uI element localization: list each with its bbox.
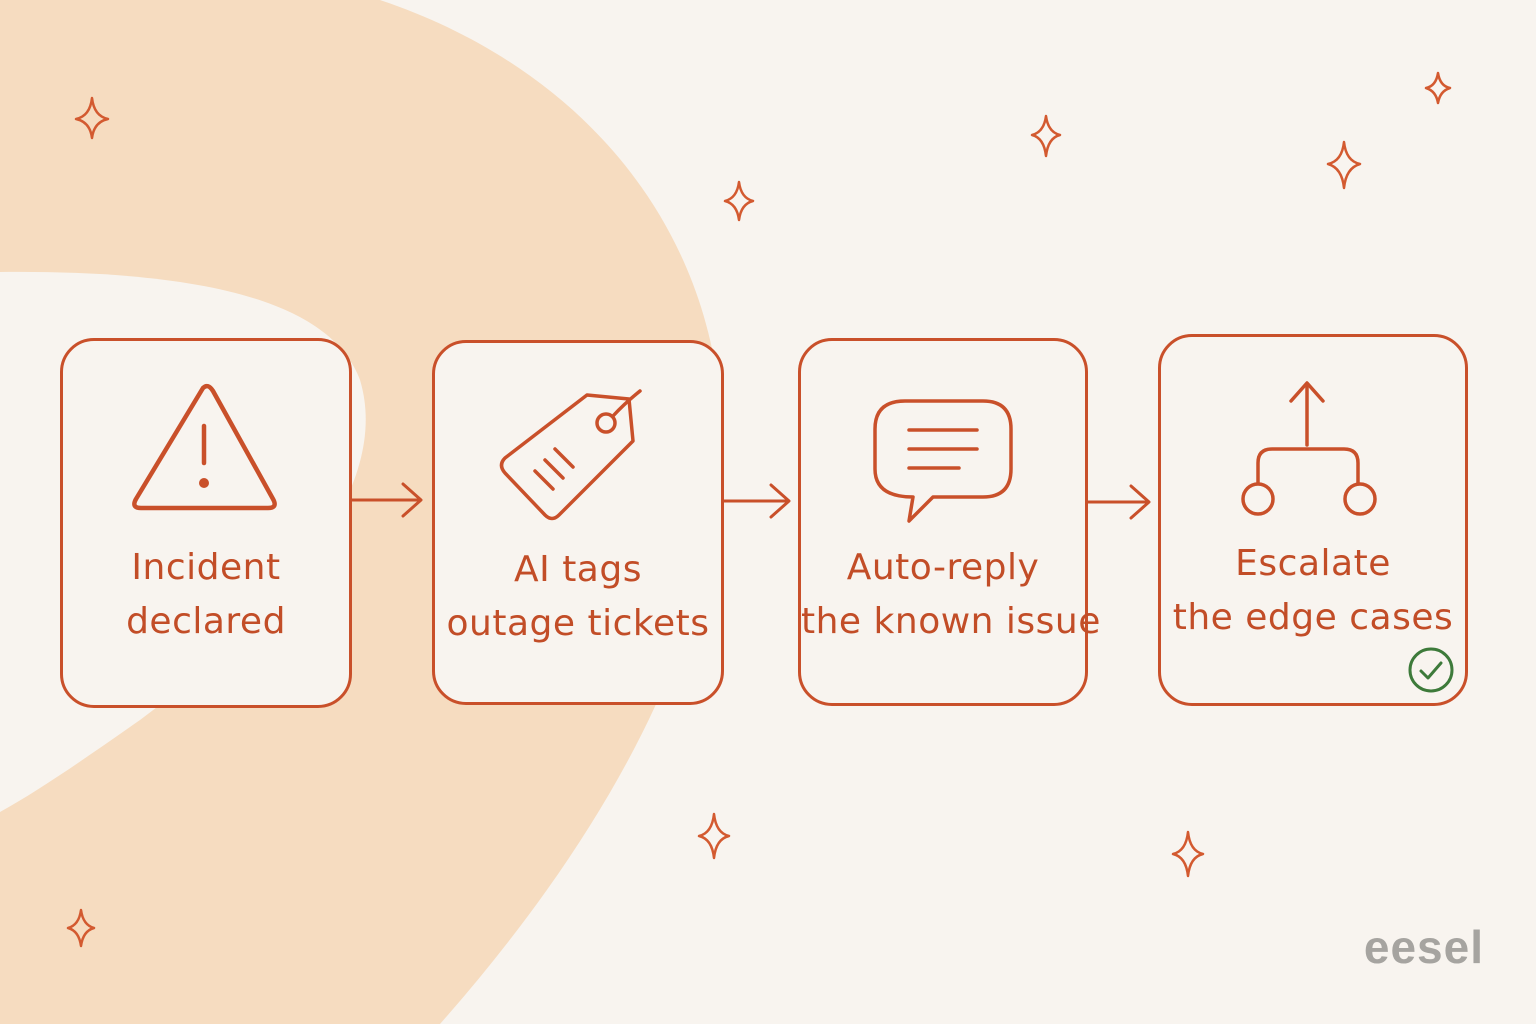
step-label: AI tags outage tickets: [435, 543, 721, 651]
step-label-line: Escalate: [1235, 543, 1391, 584]
step-label-line: Auto-reply: [846, 547, 1040, 588]
step-label: Incident declared: [63, 541, 349, 649]
step-card-ai-tags: AI tags outage tickets: [432, 340, 724, 705]
sparkle-icon: [1171, 830, 1205, 878]
branch-arrow-icon: [1241, 381, 1377, 516]
background-blob: [0, 0, 722, 1024]
step-label: Auto-reply the known issue: [801, 541, 1101, 649]
arrow-right-icon: [722, 483, 791, 519]
chat-bubble-icon: [873, 399, 1013, 523]
step-label-line: declared: [126, 601, 286, 642]
sparkle-icon: [1326, 140, 1362, 190]
step-card-escalate: Escalate the edge cases: [1158, 334, 1468, 706]
step-label-line: the known issue: [801, 601, 1101, 642]
sparkle-icon: [1424, 71, 1452, 105]
step-label: Escalate the edge cases: [1161, 537, 1465, 645]
step-label-line: AI tags: [514, 549, 642, 590]
step-label-line: Incident: [131, 547, 281, 588]
step-label-line: the edge cases: [1172, 597, 1454, 638]
sparkle-icon: [697, 812, 731, 860]
sparkle-icon: [74, 96, 110, 140]
sparkle-icon: [723, 180, 755, 222]
step-card-incident-declared: Incident declared: [60, 338, 352, 708]
tag-icon: [499, 389, 642, 521]
step-card-auto-reply: Auto-reply the known issue: [798, 338, 1101, 706]
arrow-right-icon: [350, 482, 423, 518]
eesel-logo: eesel: [1363, 921, 1484, 973]
step-label-line: outage tickets: [446, 603, 710, 644]
sparkle-icon: [66, 908, 96, 948]
arrow-right-icon: [1086, 484, 1151, 520]
warning-icon: [132, 383, 277, 511]
checkmark-circle-icon: [1408, 647, 1454, 693]
sparkle-icon: [1030, 114, 1062, 158]
